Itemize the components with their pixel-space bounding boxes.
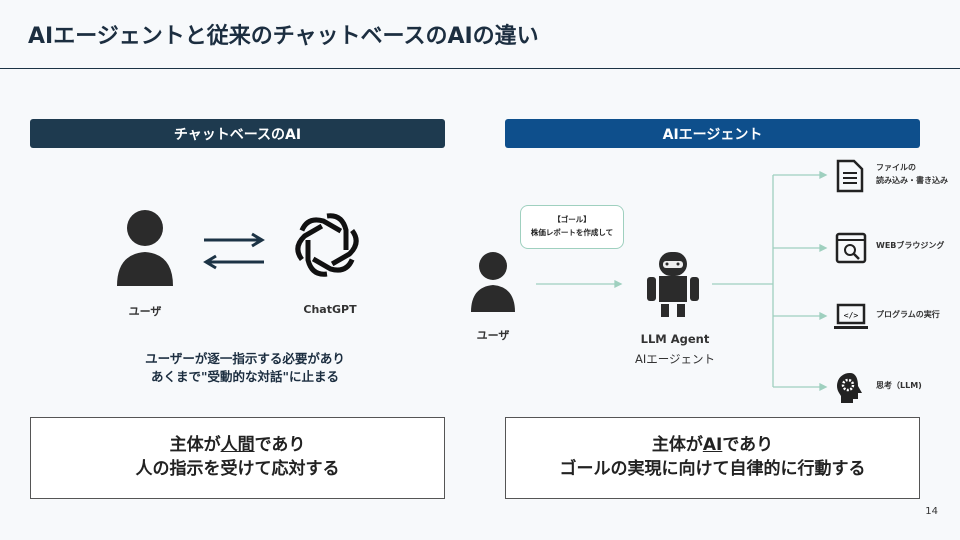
user-label: ユーザ — [128, 305, 162, 318]
chatgpt-logo-icon — [290, 208, 364, 282]
tool-line: ファイルの — [876, 163, 916, 172]
svg-text:</>: </> — [844, 311, 859, 320]
bubble-line-1: 【ゴール】 — [553, 215, 591, 224]
subject: 主体が — [169, 435, 221, 456]
subject-emphasis: 人間 — [220, 435, 255, 456]
left-summary-line1: 主体が人間であり — [170, 434, 306, 458]
tool-thinking-label: 思考（LLM) — [876, 381, 922, 390]
exchange-arrows-icon — [203, 232, 265, 270]
agent-label-ja: AIエージェント — [634, 352, 716, 366]
subject-emphasis: AI — [702, 435, 723, 456]
chatgpt-label: ChatGPT — [303, 303, 357, 316]
tool-program-label: プログラムの実行 — [876, 310, 940, 319]
page-number: 14 — [925, 506, 938, 517]
user-icon — [471, 252, 515, 312]
tool-web-label: WEBブラウジング — [876, 241, 945, 250]
tool-line: 読み込み・書き込み — [876, 175, 948, 185]
left-summary-line2: 人の指示を受けて応対する — [135, 459, 340, 479]
right-summary-line1: 主体がAIであり — [652, 434, 773, 458]
right-header: AIエージェント — [505, 119, 920, 148]
robot-icon — [647, 252, 699, 317]
title-divider — [0, 68, 960, 69]
note-line-1: ユーザーが逐一指示する必要があり — [145, 351, 345, 366]
laptop-code-icon: </> — [834, 303, 868, 329]
tool-file-label: ファイルの読み込み・書き込み — [876, 162, 948, 188]
right-summary-box: 主体がAIであり ゴールの実現に向けて自律的に行動する — [505, 417, 920, 499]
subject-tail: であり — [722, 435, 774, 456]
user-icon — [117, 210, 173, 286]
note-line-2: あくまで"受動的な対話"に止まる — [150, 369, 340, 385]
left-summary-box: 主体が人間であり 人の指示を受けて応対する — [30, 417, 445, 499]
head-gear-icon — [837, 373, 862, 403]
left-note: ユーザーが逐一指示する必要がありあくまで"受動的な対話"に止まる — [80, 350, 410, 386]
goal-speech-bubble: 【ゴール】株価レポートを作成して — [520, 205, 624, 249]
document-icon — [836, 159, 864, 193]
agent-label-en: LLM Agent — [640, 332, 710, 346]
bubble-line-2: 株価レポートを作成して — [530, 227, 614, 237]
left-header: チャットベースのAI — [30, 119, 445, 148]
right-summary-line2: ゴールの実現に向けて自律的に行動する — [559, 459, 866, 479]
browser-search-icon — [835, 232, 867, 264]
subject: 主体が — [651, 435, 703, 456]
page-title: AIエージェントと従来のチャットベースのAIの違い — [28, 24, 539, 49]
right-user-label: ユーザ — [476, 329, 510, 342]
subject-tail: であり — [254, 435, 306, 456]
